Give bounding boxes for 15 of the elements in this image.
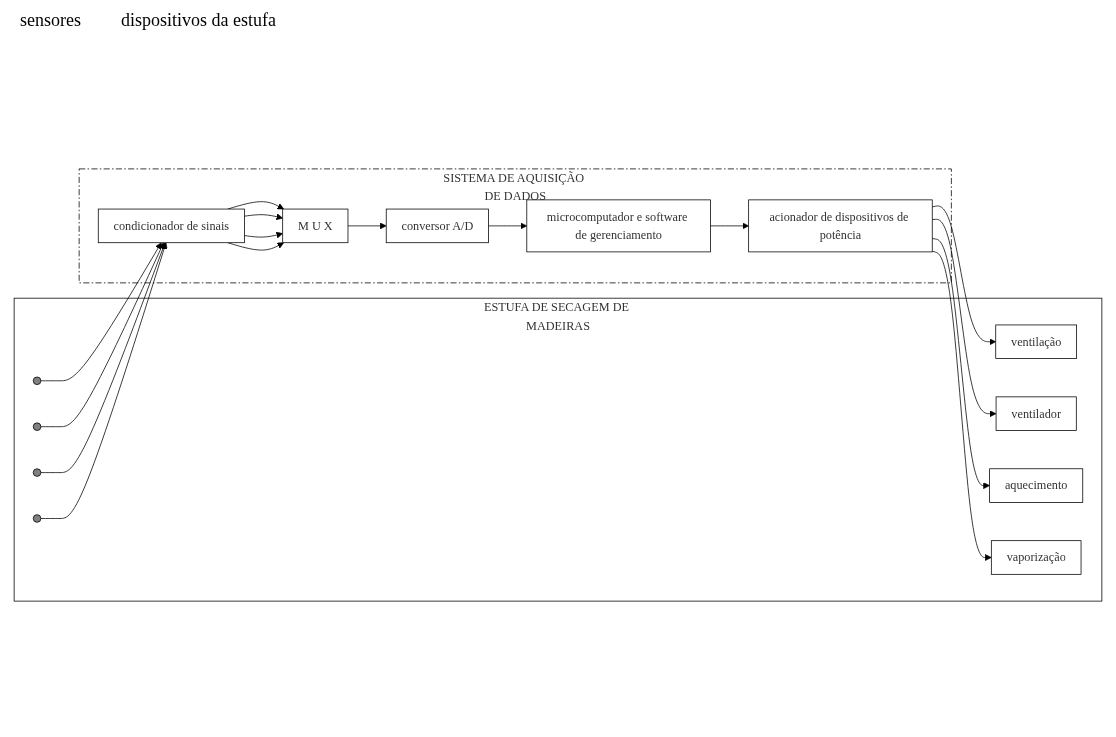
note-text: sensores bbox=[20, 9, 81, 31]
node-circle bbox=[32, 468, 42, 477]
node-box: M U X bbox=[282, 208, 349, 244]
node-box: microcomputador e software de gerenciamento bbox=[526, 199, 711, 253]
note-text: dispositivos da estufa bbox=[121, 9, 276, 31]
node-box: ventilação bbox=[995, 324, 1078, 359]
node-circle bbox=[32, 376, 42, 385]
node-box: condicionador de sinais bbox=[97, 208, 245, 244]
node-circle bbox=[32, 514, 42, 523]
node-box: ventilador bbox=[995, 396, 1077, 431]
node-circle bbox=[32, 422, 42, 431]
node-box: aquecimento bbox=[989, 468, 1084, 503]
node-box: conversor A/D bbox=[385, 208, 489, 244]
node-box: acionador de dispositivos de potência bbox=[748, 199, 933, 253]
node-box: vaporização bbox=[990, 540, 1082, 575]
